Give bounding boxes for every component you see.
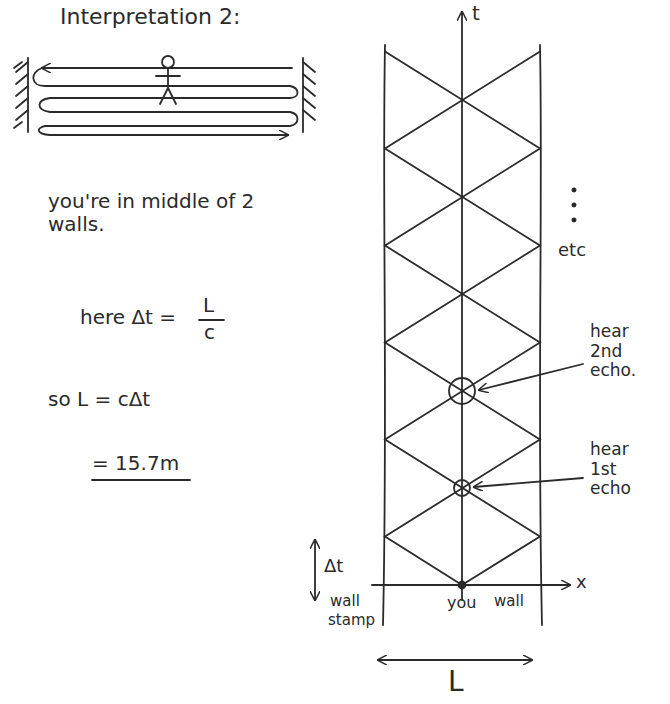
leader-arrow (479, 364, 583, 390)
equation: here Δt = (80, 306, 176, 329)
echo-marker (454, 480, 470, 496)
callout: hear 1st echo (590, 440, 660, 499)
callout: hear 2nd echo. (590, 322, 660, 381)
interval-arrow (314, 540, 316, 600)
result: = 15.7m (92, 452, 179, 475)
wall-line (27, 58, 29, 132)
stamp-event (459, 582, 466, 589)
wall-worldline (383, 45, 385, 625)
axis-note: wall (494, 593, 524, 610)
person-head (162, 56, 174, 68)
dimension-label: L (448, 666, 464, 698)
interval-label: Δt (324, 556, 343, 577)
axis-note: wall (330, 593, 360, 610)
axis-label: x (576, 572, 587, 593)
axis-note: stamp (328, 612, 375, 629)
axis-note: you (447, 594, 476, 612)
dimension-arrow (378, 659, 532, 661)
axis-label: t (472, 2, 480, 25)
sound-ray (385, 52, 540, 586)
fraction-top: L (203, 294, 214, 317)
fraction-bottom: c (204, 321, 215, 344)
sound-ray (385, 52, 540, 586)
sound-path (33, 68, 297, 135)
echo-marker (449, 378, 475, 404)
note: etc (558, 240, 586, 261)
leader-arrow (474, 478, 583, 487)
x-axis (372, 584, 570, 586)
heading: Interpretation 2: (60, 4, 240, 29)
equation: so L = cΔt (48, 388, 150, 411)
person-body (156, 68, 180, 104)
wall-worldline (540, 45, 542, 625)
wall-line (302, 58, 304, 132)
underline (92, 479, 190, 481)
note: you're in middle of 2 walls. (48, 190, 278, 236)
